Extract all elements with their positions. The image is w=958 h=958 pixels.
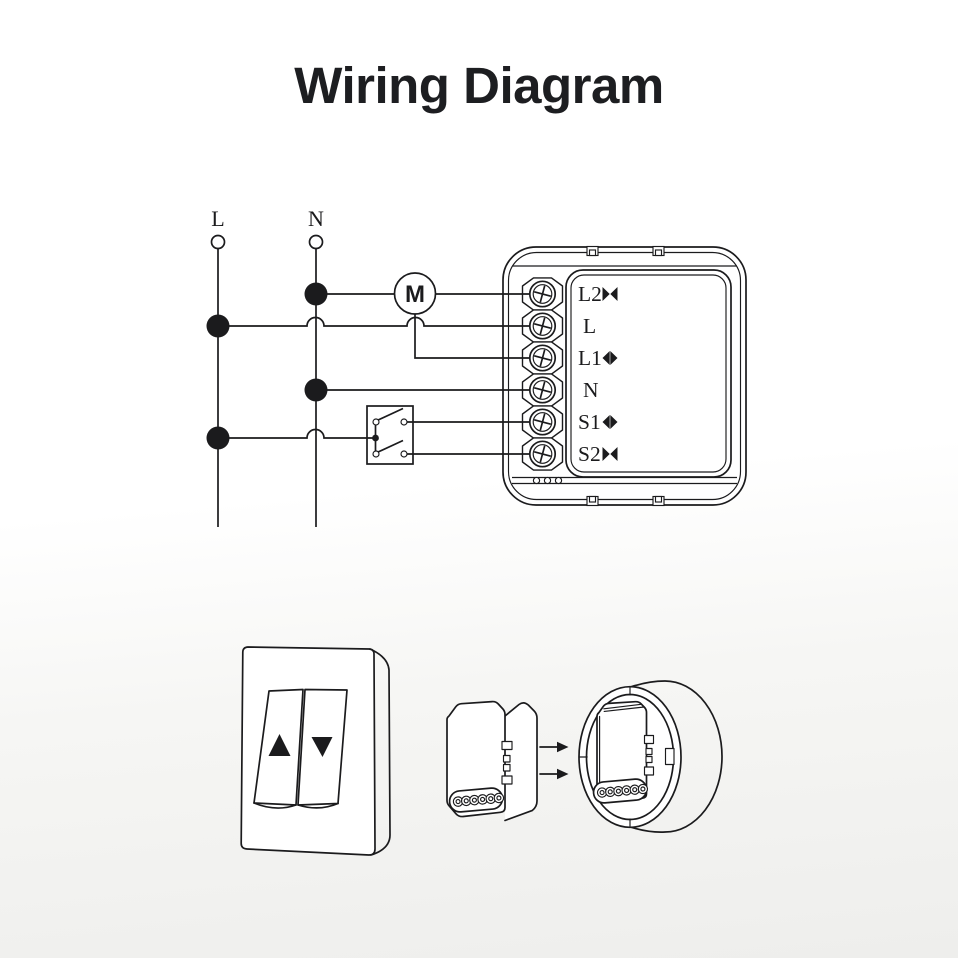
rocker-down xyxy=(297,688,348,809)
junction-dot xyxy=(304,378,328,402)
switch-lever-down xyxy=(376,439,404,454)
round-mount-box xyxy=(578,680,723,833)
rocker-up xyxy=(253,688,304,809)
up-triangle-icon xyxy=(268,734,291,756)
junction-dot xyxy=(206,426,230,450)
terminal-label-s2: S2 xyxy=(578,442,601,466)
mounted-terminal-row xyxy=(592,778,649,804)
installation-illustration xyxy=(240,646,723,856)
junction-dot xyxy=(206,314,230,338)
relay-module-3d xyxy=(446,700,538,822)
wires xyxy=(217,293,544,455)
wall-switch-plate xyxy=(240,646,391,856)
switch-contact xyxy=(372,450,380,458)
insert-arrow-icon xyxy=(539,768,569,780)
module-tabs xyxy=(586,245,665,507)
wire-live-to-switch xyxy=(217,428,377,439)
neutral-supply-terminal xyxy=(308,234,324,250)
terminal-screw xyxy=(528,312,557,340)
curtain-open-icon xyxy=(602,351,618,365)
switch-contact xyxy=(400,450,408,458)
wire-motor-to-l1 xyxy=(414,312,544,359)
module-terminal-row xyxy=(448,787,505,813)
terminal-screw xyxy=(528,440,557,468)
module-inner-shell xyxy=(507,251,742,501)
supply-rails: L N xyxy=(210,206,324,527)
terminal-screw xyxy=(528,376,557,404)
switch-lever-up xyxy=(376,407,404,422)
curtain-close-icon xyxy=(602,287,618,301)
down-triangle-icon xyxy=(311,737,333,757)
switch-common-node xyxy=(372,434,379,442)
box-body xyxy=(630,680,723,833)
wire-live-to-l xyxy=(217,316,544,327)
terminal-screw xyxy=(528,408,557,436)
module-3d-clips xyxy=(501,740,513,785)
terminal-label-s1: S1 xyxy=(578,410,601,434)
plate-side-depth xyxy=(369,648,391,856)
live-rail-label: L xyxy=(211,206,224,231)
terminal-screw xyxy=(528,280,557,308)
motor-symbol: M xyxy=(393,272,437,315)
neutral-rail-label: N xyxy=(308,206,324,231)
box-clip-slot xyxy=(664,747,675,766)
led-indicator xyxy=(543,476,552,485)
led-indicator xyxy=(554,476,563,485)
terminal-label-n: N xyxy=(583,378,599,402)
switch-contact xyxy=(400,418,408,426)
terminal-label-l2: L2 xyxy=(578,282,602,306)
terminal-label-l1: L1 xyxy=(578,346,602,370)
status-leds xyxy=(532,476,563,485)
terminal-screws xyxy=(528,280,557,468)
wall-switch-symbol xyxy=(372,407,408,458)
junction-dots xyxy=(206,282,328,450)
junction-dot xyxy=(304,282,328,306)
mounted-module-clips xyxy=(643,734,655,776)
terminal-label-l: L xyxy=(583,314,596,338)
mounted-module xyxy=(592,700,655,804)
insert-arrow-icon xyxy=(539,741,569,753)
curtain-close-icon xyxy=(602,447,618,461)
terminal-screw xyxy=(528,344,557,372)
motor-label: M xyxy=(405,281,425,308)
module-label-panel-inner xyxy=(570,274,727,473)
module-3d-side xyxy=(504,702,538,822)
switch-contact xyxy=(372,418,380,426)
curtain-open-icon xyxy=(602,415,618,429)
terminal-labels: L2 L L1 N S1 S2 xyxy=(578,282,618,466)
page-title: Wiring Diagram xyxy=(294,57,664,114)
led-indicator xyxy=(532,476,541,485)
live-supply-terminal xyxy=(210,234,226,250)
